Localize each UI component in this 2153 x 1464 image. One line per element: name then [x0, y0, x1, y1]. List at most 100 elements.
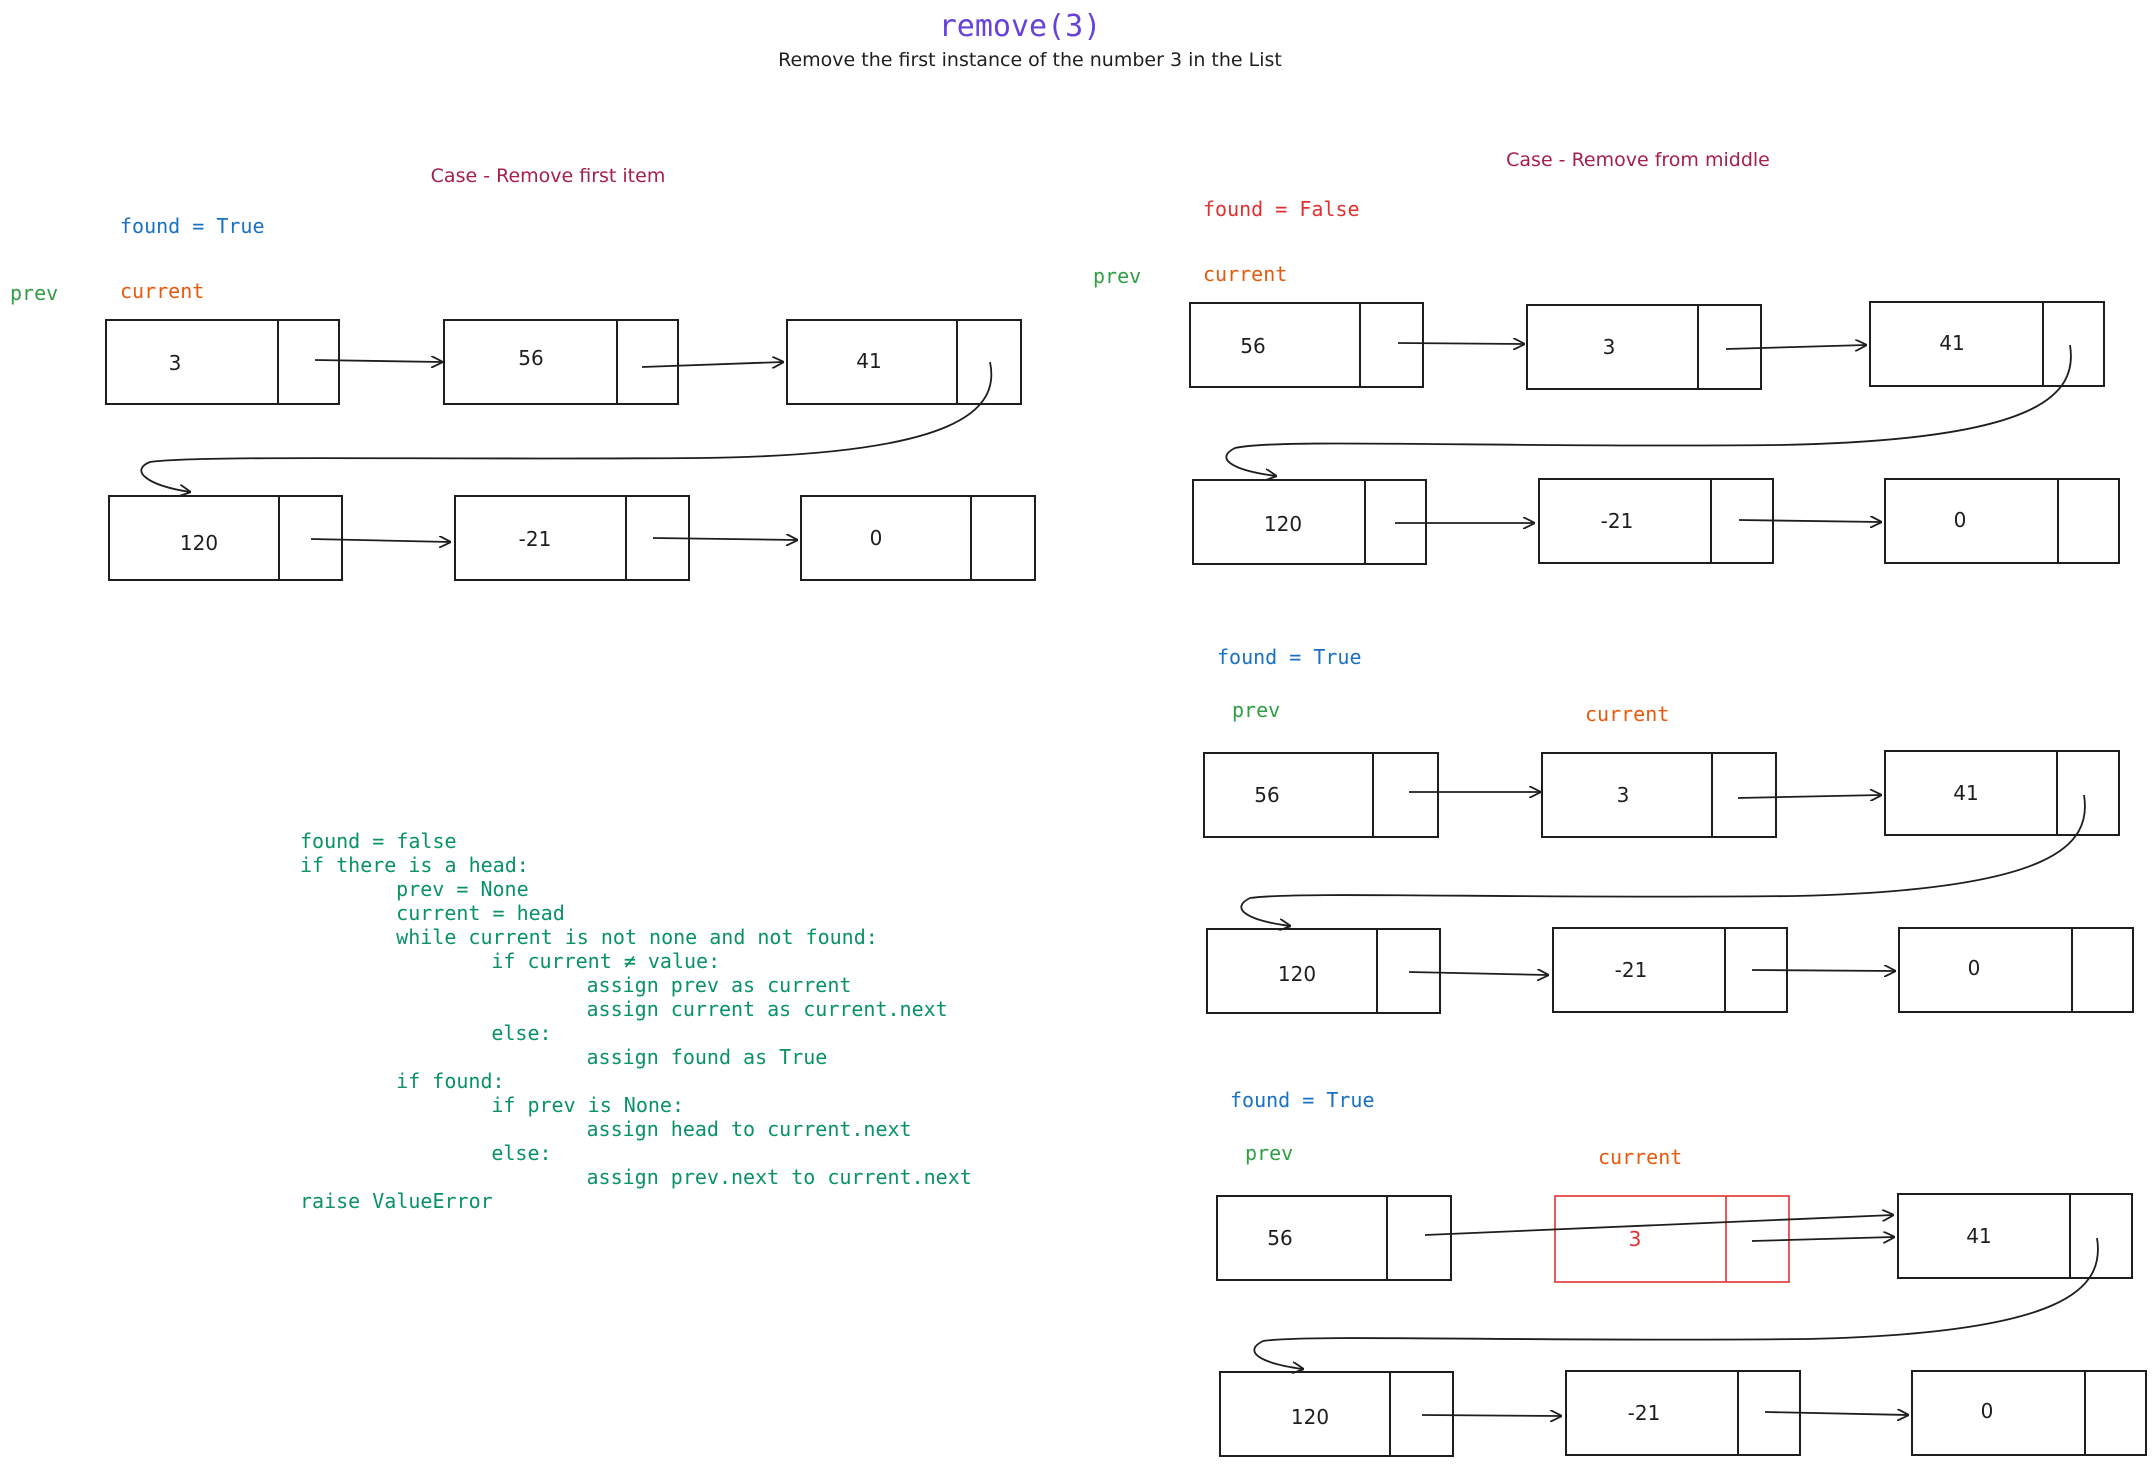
left-prev-label: prev — [10, 281, 58, 305]
node: 120 — [1192, 479, 1427, 565]
code-line: if current ≠ value: — [395, 949, 720, 973]
node: 120 — [1206, 928, 1441, 1014]
code-line: if prev is None: — [395, 1093, 684, 1117]
current-label: current — [1598, 1145, 1682, 1169]
node-value: 0 — [1981, 1399, 1994, 1423]
code-line: if there is a head: — [300, 853, 529, 877]
node-box — [105, 319, 340, 405]
node-value: 56 — [1240, 334, 1265, 358]
next-arrow — [1737, 795, 1881, 798]
node-value: 3 — [169, 351, 182, 375]
node: 0 — [1911, 1370, 2147, 1456]
bypass-arrow — [1424, 1215, 1893, 1236]
node-value: 41 — [1953, 781, 1978, 805]
next-arrow — [1764, 1412, 1908, 1415]
node: 56 — [1189, 302, 1424, 388]
node-value: 0 — [1968, 956, 1981, 980]
code-line: while current is not none and not found: — [348, 925, 878, 949]
code-line: else: — [395, 1141, 552, 1165]
node-value: 120 — [1278, 962, 1316, 986]
wrap-arrow — [1225, 344, 2072, 476]
wrap-arrow — [1240, 794, 2086, 926]
node-value: 3 — [1617, 783, 1630, 807]
next-arrow — [1408, 972, 1548, 975]
node-value: 0 — [1954, 508, 1967, 532]
code-line: prev = None — [348, 877, 529, 901]
node: 41 — [1884, 750, 2120, 836]
node-value: -21 — [1615, 958, 1648, 982]
wrap-arrow — [140, 361, 993, 492]
right-panel-2: found = True prev current 56 3 41 120 — [1203, 645, 2134, 1014]
node-box — [1565, 1370, 1801, 1456]
code-line: assign head to current.next — [442, 1117, 912, 1141]
pseudocode: found = false if there is a head: prev =… — [300, 0, 1032, 1213]
node-box — [1203, 752, 1439, 838]
node-box — [786, 319, 1022, 405]
code-line: assign found as True — [442, 1045, 827, 1069]
node-box — [108, 495, 343, 581]
diagram-subtitle: Remove the first instance of the number … — [778, 49, 1282, 71]
right-case-label: Case - Remove from middle — [1506, 149, 1770, 171]
node-box — [1869, 301, 2105, 387]
next-arrow — [1751, 1237, 1894, 1241]
node: 3 — [105, 319, 340, 405]
node-value: 41 — [1966, 1224, 1991, 1248]
prev-label: prev — [1093, 264, 1141, 288]
node-value: 120 — [1264, 512, 1302, 536]
node-value: 56 — [1267, 1226, 1292, 1250]
prev-label: prev — [1245, 1141, 1293, 1165]
node-box — [1552, 927, 1788, 1013]
node: 0 — [800, 495, 1036, 581]
diagram-title: remove(3) — [939, 9, 1102, 44]
node: -21 — [1565, 1370, 1801, 1456]
left-case: Case - Remove first item found = True pr… — [10, 165, 1036, 581]
node: 0 — [1884, 478, 2120, 564]
right-panel-3: found = True prev current 56 3 41 120 — [1216, 1088, 2147, 1457]
next-arrow — [641, 362, 783, 367]
found-label: found = False — [1203, 197, 1360, 221]
current-label: current — [1203, 262, 1287, 286]
node: 56 — [1216, 1195, 1452, 1281]
node-box — [1189, 302, 1424, 388]
node-box — [1219, 1371, 1454, 1457]
node-box — [1206, 928, 1441, 1014]
code-line: current = head — [348, 901, 565, 925]
removed-node: 3 — [1554, 1195, 1790, 1283]
current-label: current — [1585, 702, 1669, 726]
node: -21 — [1552, 927, 1788, 1013]
node-box — [1192, 479, 1427, 565]
code-line: found = false — [300, 829, 457, 853]
node-box — [1897, 1193, 2133, 1279]
node: 56 — [1203, 752, 1439, 838]
node: 3 — [1526, 304, 1762, 390]
next-arrow — [1751, 970, 1895, 971]
node-value: 41 — [856, 349, 881, 373]
left-current-label: current — [120, 279, 204, 303]
next-arrow — [652, 538, 797, 540]
prev-label: prev — [1232, 698, 1280, 722]
node-box — [1216, 1195, 1452, 1281]
node-value: 120 — [1291, 1405, 1329, 1429]
node-value: -21 — [519, 527, 552, 551]
next-arrow — [1397, 343, 1524, 344]
node-box — [1884, 478, 2120, 564]
node-box — [1911, 1370, 2147, 1456]
node: 41 — [786, 319, 1022, 405]
removed-node-box — [1554, 1195, 1790, 1283]
code-line: raise ValueError — [300, 1189, 493, 1213]
node-value: 0 — [870, 526, 883, 550]
node: 41 — [1897, 1193, 2133, 1279]
next-arrow — [1421, 1415, 1561, 1416]
next-arrow — [314, 360, 442, 362]
code-line: assign current as current.next — [442, 997, 948, 1021]
code-line: assign prev.next to current.next — [442, 1165, 972, 1189]
node-box — [1538, 478, 1774, 564]
node-value: -21 — [1601, 509, 1634, 533]
removed-node-value: 3 — [1629, 1227, 1642, 1251]
next-arrow — [310, 539, 450, 542]
node-box — [800, 495, 1036, 581]
node-value: 56 — [518, 346, 543, 370]
found-label: found = True — [1230, 1088, 1375, 1112]
left-found-label: found = True — [120, 214, 265, 238]
